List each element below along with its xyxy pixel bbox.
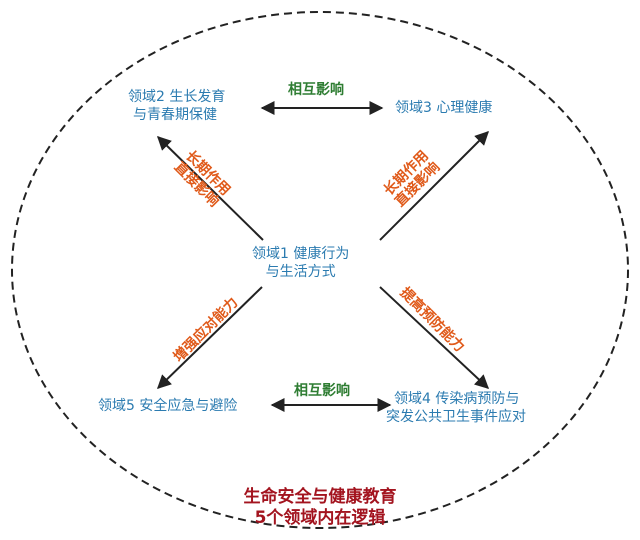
- domain-4-node: 领域4 传染病预防与 突发公共卫生事件应对: [386, 390, 526, 426]
- arrow-lower-right: [379, 286, 490, 389]
- domain-5-node: 领域5 安全应急与避险: [98, 397, 237, 415]
- diagram-title-line-2: 5个领域内在逻辑: [254, 508, 386, 528]
- domain-3-node: 领域3 心理健康: [395, 99, 492, 117]
- diagram-title: 生命安全与健康教育 5个领域内在逻辑: [0, 487, 640, 529]
- domain-4-line-1: 领域4 传染病预防与: [394, 391, 520, 407]
- domain-3-line-1: 领域3 心理健康: [395, 100, 493, 116]
- domain-1-node: 领域1 健康行为 与生活方式: [252, 245, 349, 281]
- domain-2-node: 领域2 生长发育 与青春期保健: [128, 88, 225, 124]
- diagram-title-line-1: 生命安全与健康教育: [243, 487, 397, 507]
- relation-top-label: 相互影响: [288, 82, 344, 98]
- domain-2-line-2: 与青春期保健: [133, 107, 217, 123]
- domain-5-line-1: 领域5 安全应急与避险: [98, 398, 238, 414]
- domain-1-line-1: 领域1 健康行为: [252, 246, 350, 262]
- domain-2-line-1: 领域2 生长发育: [128, 89, 226, 105]
- domain-1-line-2: 与生活方式: [265, 264, 336, 280]
- relation-bottom-label: 相互影响: [294, 383, 350, 399]
- dashed-boundary-ellipse: [11, 11, 629, 529]
- arrow-upper-left: [157, 136, 264, 241]
- domain-4-line-2: 突发公共卫生事件应对: [386, 409, 526, 425]
- arrow-lower-left: [156, 286, 263, 389]
- arrow-upper-right: [379, 131, 489, 241]
